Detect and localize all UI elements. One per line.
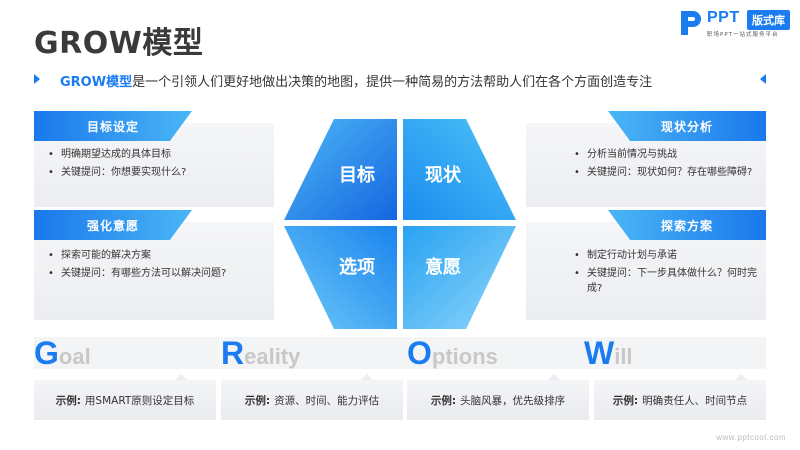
intro-bar: GROW模型是一个引领人们更好地做出决策的地图，提供一种简易的方法帮助人们在各个…	[34, 68, 766, 92]
hex-top-right	[403, 119, 516, 220]
word-reality: Reality	[221, 335, 301, 371]
hex-bottom-left	[284, 226, 397, 329]
example-box-options: 示例:头脑风暴，优先级排序	[407, 380, 589, 420]
goal-setting-tag: 目标设定	[34, 111, 192, 141]
logo-brand: PPT	[707, 9, 740, 26]
list-item: 探索可能的解决方案	[48, 248, 226, 263]
example-text: 头脑风暴，优先级排序	[460, 394, 566, 407]
intro-highlight: GROW模型	[60, 75, 133, 90]
logo-tag: 版式库	[747, 10, 790, 30]
example-box-goal: 示例:用SMART原则设定目标	[34, 380, 216, 420]
hex-label-options: 选项	[339, 257, 375, 278]
hex-label-will: 意愿	[425, 256, 461, 278]
logo-subtitle: 职场PPT一站式服务平台	[707, 32, 779, 38]
page-title: GROW模型	[34, 26, 204, 61]
box-notch	[734, 374, 748, 381]
intro-body: 是一个引领人们更好地做出决策的地图，提供一种简易的方法帮助人们在各个方面创造专注	[132, 75, 653, 90]
explore-list: 制定行动计划与承诺 关键提问：下一步具体做什么？何时完成?	[574, 248, 760, 299]
grow-hexagon: 目标 现状 选项 意愿	[284, 119, 516, 329]
example-box-reality: 示例:资源、时间、能力评估	[221, 380, 403, 420]
word-row-bg	[34, 337, 220, 369]
box-notch	[547, 374, 561, 381]
example-label: 示例:	[244, 394, 271, 407]
example-text: 用SMART原则设定目标	[84, 394, 195, 407]
list-item: 制定行动计划与承诺	[574, 248, 760, 263]
hex-bottom-right	[403, 226, 516, 329]
box-notch	[360, 374, 374, 381]
brand-logo: PPT 版式库 职场PPT一站式服务平台	[679, 7, 791, 41]
example-box-will: 示例:明确责任人、时间节点	[594, 380, 766, 420]
word-row-bg	[221, 337, 407, 369]
list-item: 关键提问：现状如何？存在哪些障碍?	[574, 165, 760, 180]
example-text: 明确责任人、时间节点	[642, 394, 748, 407]
example-label: 示例:	[55, 394, 81, 407]
strengthen-tag: 强化意愿	[34, 210, 192, 240]
hex-label-goal: 目标	[339, 164, 375, 186]
list-item: 关键提问：有哪些方法可以解决问题?	[48, 266, 226, 281]
list-item: 明确期望达成的具体目标	[48, 147, 186, 162]
triangle-left-icon	[760, 74, 766, 84]
explore-tag: 探索方案	[608, 210, 766, 240]
word-will: Will	[584, 335, 633, 371]
reality-list: 分析当前情况与挑战 关键提问：现状如何？存在哪些障碍?	[574, 147, 760, 183]
reality-tag: 现状分析	[608, 111, 766, 141]
word-row-bg	[594, 337, 766, 369]
word-goal: Goal	[34, 335, 91, 371]
hex-label-reality: 现状	[425, 164, 462, 186]
word-row-bg	[407, 337, 593, 369]
list-item: 关键提问：下一步具体做什么？何时完成?	[574, 266, 760, 296]
example-label: 示例:	[430, 394, 457, 407]
list-item: 关键提问：你想要实现什么?	[48, 165, 186, 180]
logo-p-icon	[681, 11, 701, 35]
intro-text: GROW模型是一个引领人们更好地做出决策的地图，提供一种简易的方法帮助人们在各个…	[60, 71, 652, 90]
box-notch	[174, 374, 188, 381]
list-item: 分析当前情况与挑战	[574, 147, 760, 162]
explore-panel: 制定行动计划与承诺 关键提问：下一步具体做什么？何时完成?	[526, 222, 766, 320]
triangle-right-icon	[34, 74, 40, 84]
strengthen-list: 探索可能的解决方案 关键提问：有哪些方法可以解决问题?	[48, 248, 226, 284]
word-options: Options	[407, 335, 498, 371]
hex-top-left	[284, 119, 397, 220]
footer-url: www.pptcool.com	[716, 433, 786, 442]
example-text: 资源、时间、能力评估	[274, 394, 380, 407]
goal-setting-list: 明确期望达成的具体目标 关键提问：你想要实现什么?	[48, 147, 186, 183]
example-label: 示例:	[612, 394, 639, 407]
